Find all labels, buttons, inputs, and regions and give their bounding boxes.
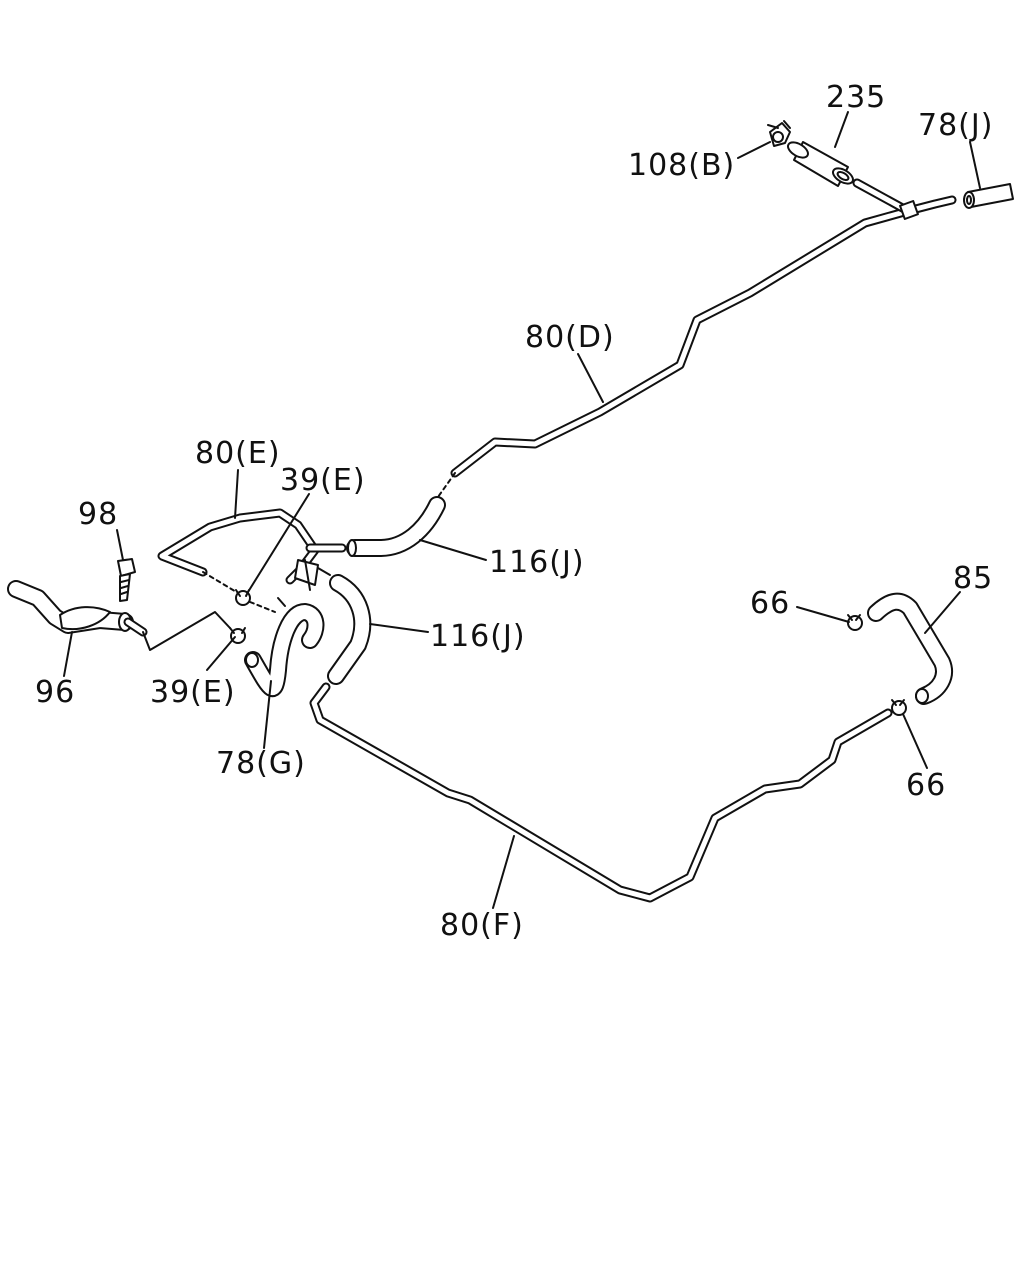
label-80e: 80(E) — [195, 436, 281, 471]
label-85: 85 — [953, 561, 993, 596]
label-116j-top: 116(J) — [489, 545, 585, 580]
bolt-98 — [117, 558, 136, 602]
branch-pipe-235 — [852, 178, 919, 220]
label-39e-top: 39(E) — [280, 463, 366, 498]
label-80f: 80(F) — [440, 908, 524, 943]
clip-39e-lower — [229, 627, 246, 644]
hose-assembly-96 — [7, 580, 148, 637]
leader-lines — [63, 111, 981, 909]
connector-bracket — [294, 559, 331, 591]
hose-78g — [244, 597, 325, 698]
label-80d: 80(D) — [525, 320, 615, 355]
label-108b: 108(B) — [628, 148, 735, 183]
hose-235 — [787, 141, 854, 187]
label-98: 98 — [78, 497, 118, 532]
clip-66-lower — [891, 699, 907, 716]
label-66-left: 66 — [750, 586, 790, 621]
assembly-lines — [142, 472, 456, 651]
label-78j: 78(J) — [918, 108, 993, 143]
hose-116j-top — [346, 496, 446, 557]
clip-108b — [767, 120, 791, 147]
label-78g: 78(G) — [216, 746, 306, 781]
label-39e-bottom: 39(E) — [150, 675, 236, 710]
clip-66-upper — [847, 614, 863, 631]
label-235: 235 — [826, 80, 886, 115]
label-116j-mid: 116(J) — [430, 619, 526, 654]
label-96: 96 — [35, 675, 75, 710]
pipe-80f — [309, 682, 893, 903]
label-66-bottom: 66 — [906, 768, 946, 803]
hose-78j — [963, 183, 1014, 209]
hose-85 — [867, 592, 953, 705]
hose-116j-middle — [327, 574, 372, 685]
